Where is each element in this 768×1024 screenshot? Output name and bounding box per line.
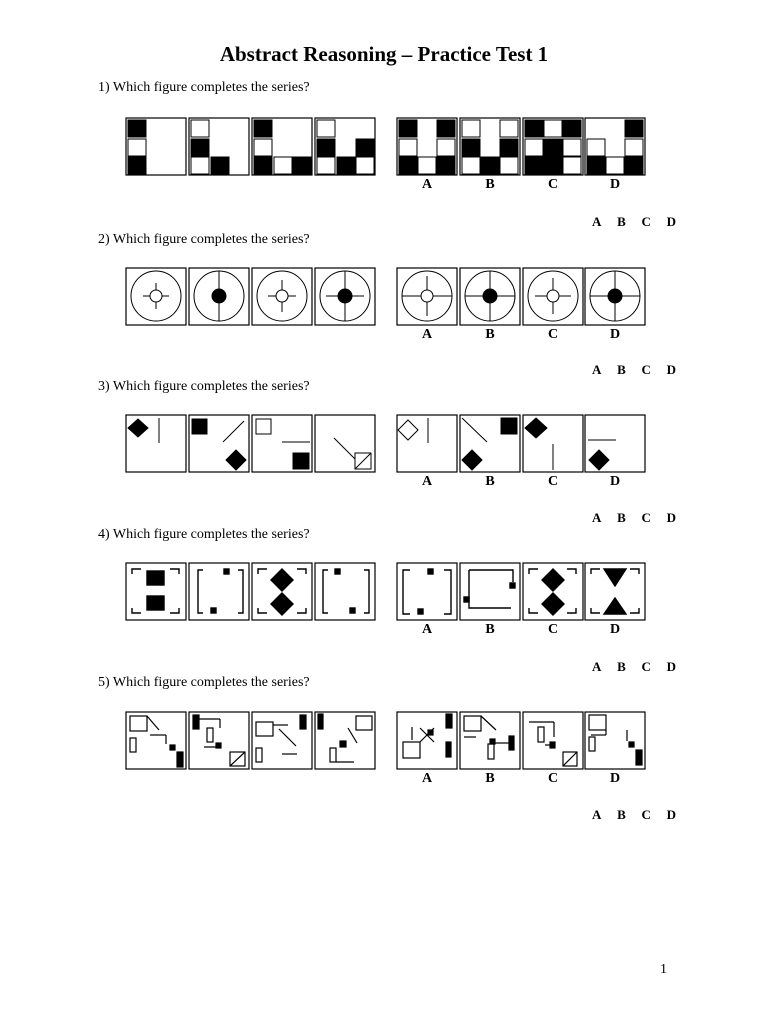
q5-mixed-figures [129,713,643,768]
q1-answer-b[interactable]: B [617,214,626,229]
q2-option-d: D [609,327,621,342]
q5-answer-c[interactable]: C [641,807,651,822]
q4-option-c: C [547,622,559,637]
q2-target-figures [130,270,641,322]
q2-option-a: A [421,327,433,342]
q1-option-c: C [547,177,559,192]
q5-option-a: A [421,771,433,786]
q3-answer-c[interactable]: C [641,510,651,525]
q2-option-c: C [547,327,559,342]
q5-answer-b[interactable]: B [617,807,626,822]
q1-answer-c[interactable]: C [641,214,651,229]
q2-answer-a[interactable]: A [592,362,602,377]
page-title: Abstract Reasoning – Practice Test 1 [219,42,549,66]
q1-option-d: D [609,177,621,192]
q2-answer-b[interactable]: B [617,362,626,377]
q5-answer-a[interactable]: A [592,807,602,822]
q4-answer-a[interactable]: A [592,659,602,674]
q1-series-frames [125,117,376,176]
q2-answer-c[interactable]: C [641,362,651,377]
q4-answer-b[interactable]: B [617,659,626,674]
q2-option-frames [396,267,646,326]
q1-grid-patterns [127,119,644,175]
q3-answer-choices: A B C D [592,510,676,526]
q1-answer-choices: A B C D [592,214,676,230]
page-number: 1 [660,962,667,977]
q4-option-a: A [421,622,433,637]
q2-answer-d[interactable]: D [666,362,676,377]
question-4-prompt: 4) Which figure completes the series? [98,527,310,542]
q3-option-c: C [547,474,559,489]
q1-answer-a[interactable]: A [592,214,602,229]
question-5-prompt: 5) Which figure completes the series? [98,675,310,690]
q5-option-b: B [485,771,495,786]
q2-series-frames [125,267,376,326]
q4-option-frames [396,562,646,621]
q1-option-a: A [421,177,433,192]
q3-option-d: D [609,474,621,489]
q2-option-b: B [485,327,495,342]
q2-answer-choices: A B C D [592,362,676,378]
question-1-prompt: 1) Which figure completes the series? [98,80,310,95]
q1-option-b: B [485,177,495,192]
q5-answer-d[interactable]: D [666,807,676,822]
question-3-prompt: 3) Which figure completes the series? [98,379,310,394]
q4-series-frames [125,562,376,621]
q4-bracket-figures [131,568,640,616]
q3-shape-figures [127,417,616,471]
q3-series-frames [125,414,376,473]
q4-option-d: D [609,622,621,637]
q3-option-frames [396,414,646,473]
q4-answer-c[interactable]: C [641,659,651,674]
q5-option-c: C [547,771,559,786]
q4-answer-d[interactable]: D [666,659,676,674]
q4-option-b: B [485,622,495,637]
q3-answer-a[interactable]: A [592,510,602,525]
q5-option-frames [396,711,646,770]
q3-answer-b[interactable]: B [617,510,626,525]
q5-option-d: D [609,771,621,786]
q1-answer-d[interactable]: D [666,214,676,229]
q3-option-a: A [421,474,433,489]
q3-option-b: B [485,474,495,489]
q3-answer-d[interactable]: D [666,510,676,525]
question-2-prompt: 2) Which figure completes the series? [98,232,310,247]
q5-answer-choices: A B C D [592,807,676,823]
q5-series-frames [125,711,376,770]
q4-answer-choices: A B C D [592,659,676,675]
q1-option-frames [396,117,646,176]
